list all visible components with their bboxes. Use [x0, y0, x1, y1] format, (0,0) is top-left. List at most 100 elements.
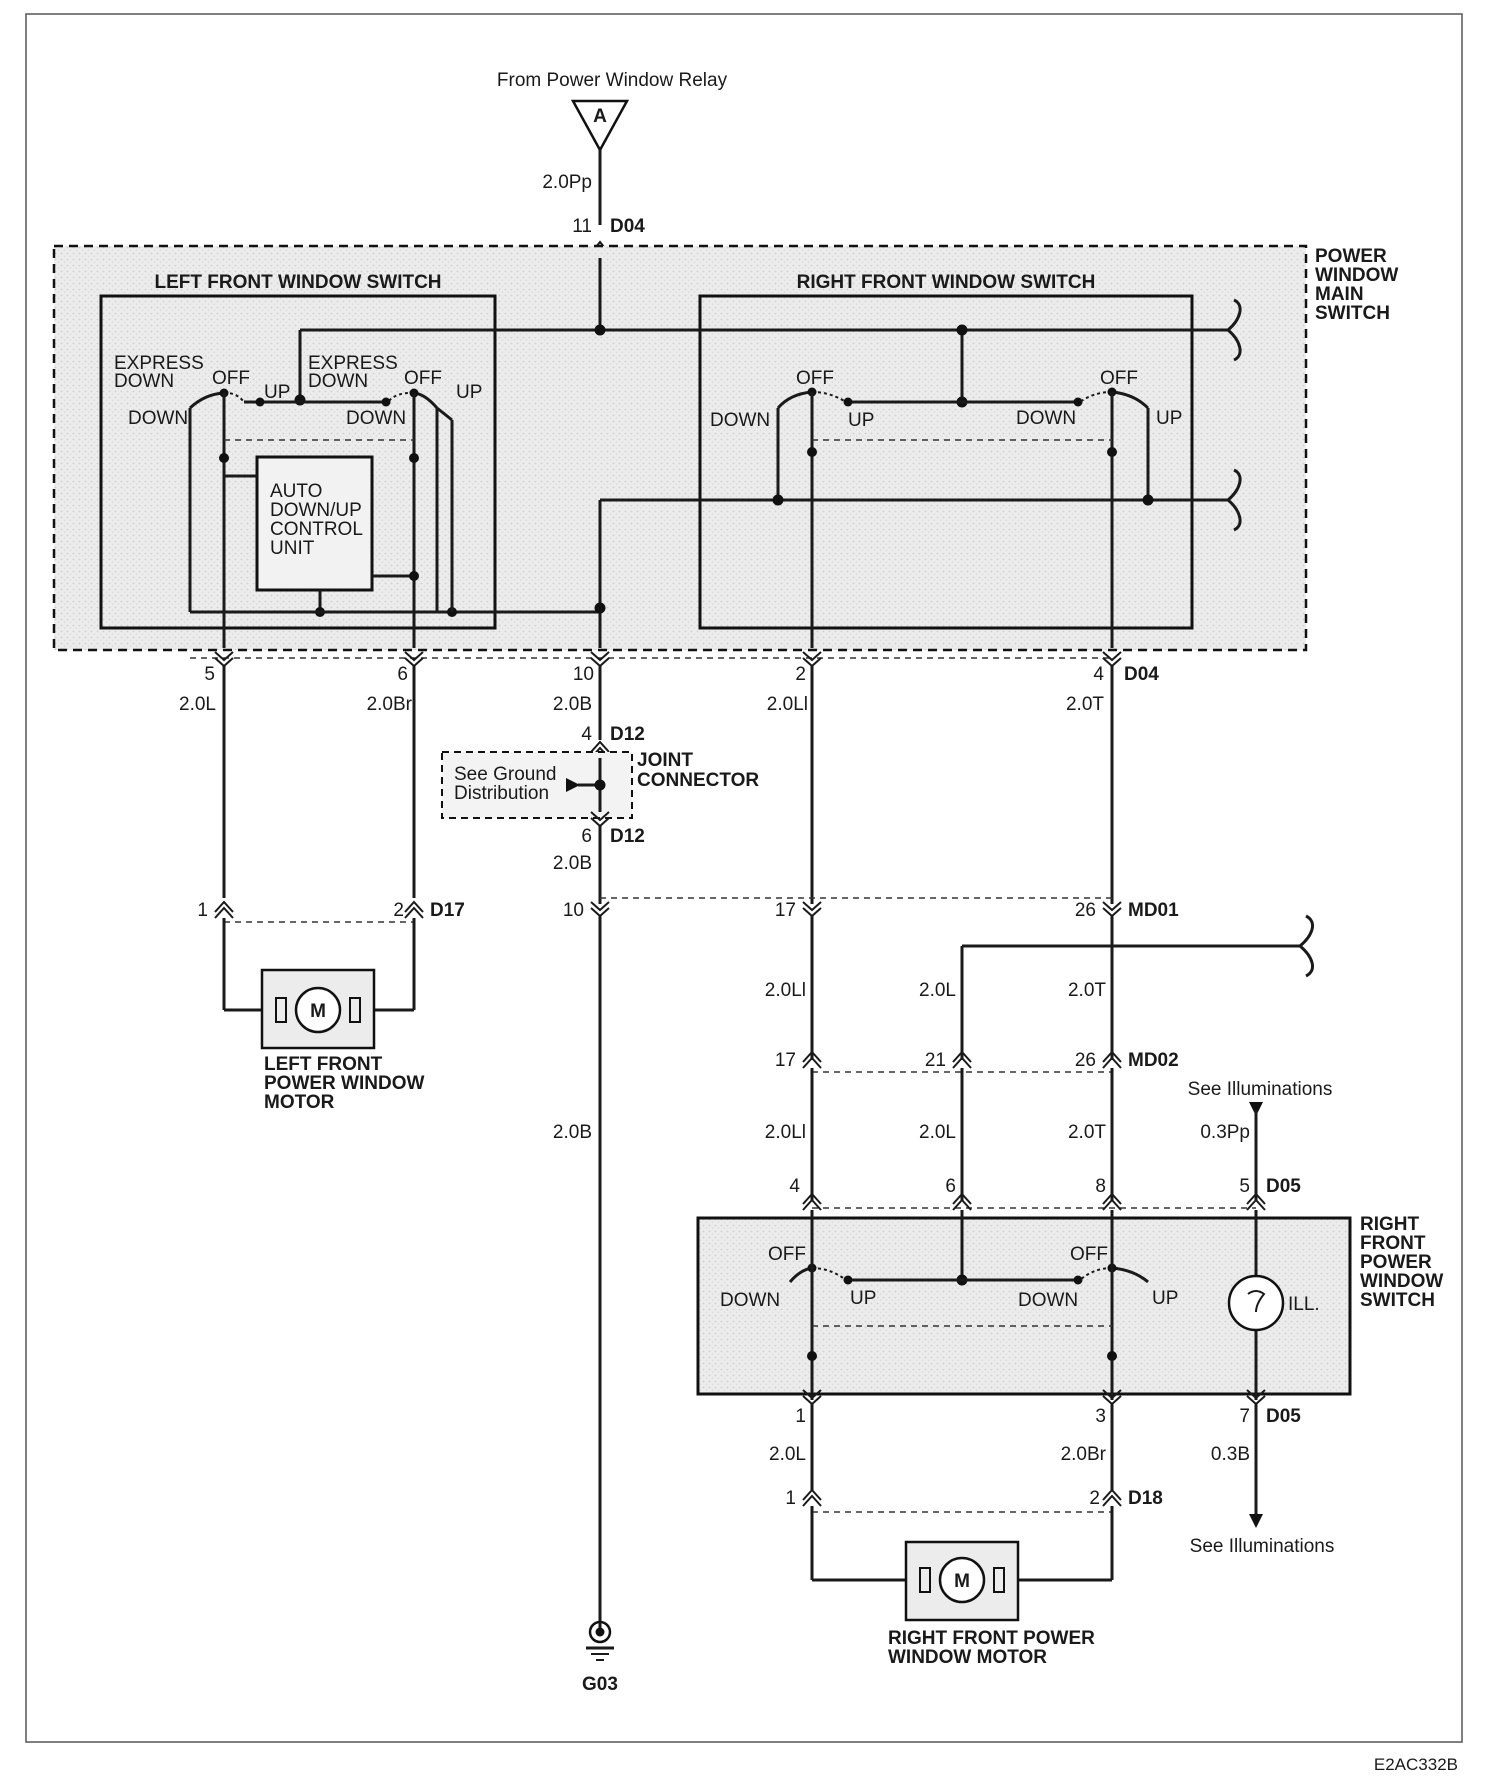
d18-pin-1: 1 — [785, 1488, 796, 1509]
md02-connector: MD02 — [1128, 1050, 1179, 1071]
svg-text:DOWN: DOWN — [1018, 1290, 1078, 1311]
main-switch-enclosure — [52, 244, 1308, 652]
svg-text:M: M — [954, 1571, 970, 1592]
pin-2: 2 — [795, 664, 806, 685]
ground-label: G03 — [582, 1674, 618, 1695]
joint-top-conn: D12 — [610, 724, 645, 745]
d05-top-connector: D05 — [1266, 1176, 1301, 1197]
gauge-l-mid1: 2.0L — [919, 980, 956, 1001]
svg-text:OFF: OFF — [768, 1244, 806, 1265]
d05-pin-8: 8 — [1095, 1176, 1106, 1197]
d05-pin-7: 7 — [1239, 1406, 1250, 1427]
illum-lamp-label: ILL. — [1288, 1294, 1320, 1315]
svg-text:SWITCH: SWITCH — [1360, 1290, 1435, 1311]
svg-text:OFF: OFF — [404, 368, 442, 389]
svg-text:RIGHT: RIGHT — [1360, 1214, 1420, 1235]
svg-text:WINDOW: WINDOW — [1315, 265, 1398, 286]
svg-text:CONNECTOR: CONNECTOR — [637, 770, 759, 791]
left-switch-contacts: EXPRESS DOWN OFF UP DOWN EXPRESS DOWN OF… — [114, 353, 600, 648]
gauge-l-mid2: 2.0L — [919, 1122, 956, 1143]
gauge-t-mid1: 2.0T — [1068, 980, 1106, 1001]
right-switch-contacts: OFF DOWN UP OFF DOWN UP — [720, 1210, 1178, 1400]
pin-5: 5 — [204, 664, 215, 685]
right-motor-label: RIGHT FRONT POWER — [888, 1628, 1095, 1649]
md02-connectors — [802, 1050, 1122, 1069]
top-pin: 11 — [572, 216, 592, 237]
right-motor-icon — [938, 1556, 986, 1604]
right-motor-gauge-right: 2.0Br — [1061, 1444, 1107, 1465]
right-switch-contacts-main: OFF DOWN UP OFF DOWN UP — [710, 324, 1182, 648]
d05-pin-6: 6 — [945, 1176, 956, 1197]
svg-text:SWITCH: SWITCH — [1315, 303, 1390, 324]
d05-pin-3: 3 — [1095, 1406, 1106, 1427]
svg-text:EXPRESS: EXPRESS — [308, 353, 398, 374]
svg-text:POWER: POWER — [1315, 246, 1387, 267]
main-switch-title: POWER WINDOW MAIN SWITCH — [1315, 246, 1398, 324]
svg-text:WINDOW: WINDOW — [1360, 1271, 1443, 1292]
gauge-t-mid2: 2.0T — [1068, 1122, 1106, 1143]
top-wire-gauge: 2.0Pp — [542, 172, 592, 193]
svg-text:OFF: OFF — [1070, 1244, 1108, 1265]
illum-bottom-gauge: 0.3B — [1211, 1444, 1250, 1465]
svg-text:UP: UP — [848, 410, 874, 431]
svg-text:Distribution: Distribution — [454, 783, 549, 804]
svg-text:MAIN: MAIN — [1315, 284, 1364, 305]
svg-text:UP: UP — [1156, 408, 1182, 429]
joint-bottom-pin: 6 — [581, 826, 592, 847]
svg-text:UP: UP — [456, 382, 482, 403]
svg-text:POWER: POWER — [1360, 1252, 1432, 1273]
gauge-2-0br-left: 2.0Br — [367, 694, 413, 715]
md01-connectors — [590, 901, 1122, 918]
right-front-window-switch — [698, 294, 1194, 630]
illum-top-gauge: 0.3Pp — [1200, 1122, 1250, 1143]
svg-text:OFF: OFF — [796, 368, 834, 389]
figure-code: E2AC332B — [1374, 1755, 1458, 1774]
illum-bottom-ref: See Illuminations — [1190, 1536, 1335, 1557]
d05-pin-5: 5 — [1239, 1176, 1250, 1197]
illumination-lamp-icon — [1227, 1274, 1285, 1332]
svg-text:FRONT: FRONT — [1360, 1233, 1426, 1254]
gauge-2-0t-main: 2.0T — [1066, 694, 1104, 715]
svg-text:DOWN: DOWN — [720, 1290, 780, 1311]
svg-text:DOWN/UP: DOWN/UP — [270, 500, 362, 521]
md02-pin-21: 21 — [925, 1050, 946, 1071]
svg-text:CONTROL: CONTROL — [270, 519, 363, 540]
d05-pin-1: 1 — [795, 1406, 806, 1427]
d18-pin-2: 2 — [1089, 1488, 1100, 1509]
svg-text:DOWN: DOWN — [346, 408, 406, 429]
pin-6: 6 — [397, 664, 408, 685]
right-front-power-window-switch — [696, 1216, 1352, 1396]
md02-pin-17: 17 — [775, 1050, 796, 1071]
svg-text:OFF: OFF — [212, 368, 250, 389]
gauge-2-0b-main: 2.0B — [553, 694, 592, 715]
left-motor-icon — [294, 986, 342, 1034]
d04-bottom-connector: D04 — [1124, 664, 1159, 685]
svg-text:DOWN: DOWN — [308, 371, 368, 392]
gauge-below-joint: 2.0B — [553, 853, 592, 874]
svg-text:OFF: OFF — [1100, 368, 1138, 389]
right-switch-title: RIGHT FRONT WINDOW SWITCH — [797, 272, 1096, 293]
ground-icon — [588, 1620, 612, 1644]
source-label: From Power Window Relay — [497, 70, 728, 91]
md01-pin-26: 26 — [1075, 900, 1096, 921]
d17-pin-2: 2 — [393, 900, 404, 921]
md02-pin-26: 26 — [1075, 1050, 1096, 1071]
svg-text:UP: UP — [1152, 1288, 1178, 1309]
svg-text:M: M — [310, 1001, 326, 1022]
d05-bottom-connectors — [802, 1389, 1266, 1406]
joint-top-pin: 4 — [581, 724, 592, 745]
joint-connector-label: JOINT — [637, 750, 693, 771]
left-front-window-switch — [99, 294, 497, 630]
svg-text:AUTO: AUTO — [270, 481, 322, 502]
pin-10: 10 — [573, 664, 594, 685]
svg-text:EXPRESS: EXPRESS — [114, 353, 204, 374]
svg-text:WINDOW MOTOR: WINDOW MOTOR — [888, 1647, 1047, 1668]
d05-pin-4: 4 — [789, 1176, 800, 1197]
relay-terminal-label: A — [593, 106, 607, 127]
d05-top-connectors — [802, 1192, 1266, 1211]
svg-text:UNIT: UNIT — [270, 538, 315, 559]
d04-bottom-connectors — [214, 651, 1122, 668]
illum-top-ref: See Illuminations — [1188, 1079, 1333, 1100]
left-switch-title: LEFT FRONT WINDOW SWITCH — [154, 272, 441, 293]
svg-text:DOWN: DOWN — [710, 410, 770, 431]
